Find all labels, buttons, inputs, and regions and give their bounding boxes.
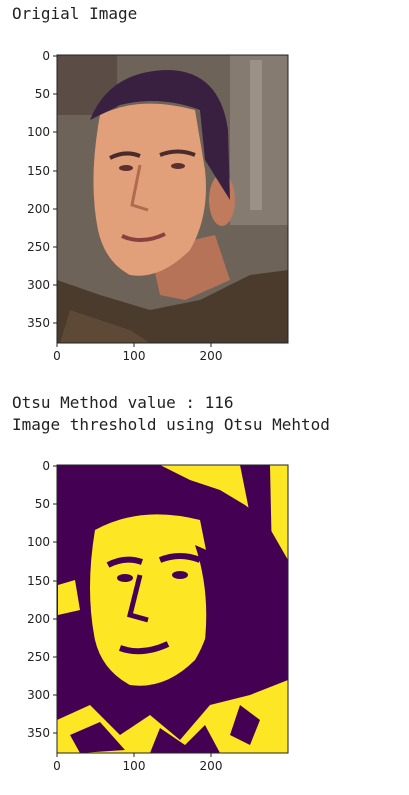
x-tick-label: 200 [200, 349, 223, 363]
x-tick-label: 0 [53, 759, 61, 773]
threshold-face-image [57, 465, 288, 753]
y-tick-label: 100 [27, 125, 50, 139]
y-tick-label: 350 [27, 316, 50, 330]
output-text-original-image: Origial Image [12, 4, 138, 23]
plot1-x-axis: 0 100 200 [53, 343, 222, 363]
y-tick-label: 200 [27, 612, 50, 626]
y-tick-label: 300 [27, 688, 50, 702]
y-tick-label: 0 [42, 459, 50, 473]
y-tick-label: 150 [27, 574, 50, 588]
y-tick-label: 50 [35, 497, 50, 511]
plot1-y-axis: 0 50 100 150 200 250 300 350 [27, 49, 57, 330]
x-tick-label: 100 [123, 759, 146, 773]
y-tick-label: 150 [27, 164, 50, 178]
plot2-y-axis: 0 50 100 150 200 250 300 350 [27, 459, 57, 740]
plot2-x-axis: 0 100 200 [53, 753, 222, 773]
y-tick-label: 50 [35, 87, 50, 101]
output-text-threshold-title: Image threshold using Otsu Mehtod [12, 415, 330, 434]
y-tick-label: 200 [27, 202, 50, 216]
x-tick-label: 0 [53, 349, 61, 363]
x-tick-label: 100 [123, 349, 146, 363]
original-face-image [57, 55, 288, 343]
y-tick-label: 350 [27, 726, 50, 740]
output-text-otsu-value: Otsu Method value : 116 [12, 393, 234, 412]
y-tick-label: 100 [27, 535, 50, 549]
y-tick-label: 0 [42, 49, 50, 63]
x-tick-label: 200 [200, 759, 223, 773]
y-tick-label: 250 [27, 650, 50, 664]
y-tick-label: 300 [27, 278, 50, 292]
y-tick-label: 250 [27, 240, 50, 254]
